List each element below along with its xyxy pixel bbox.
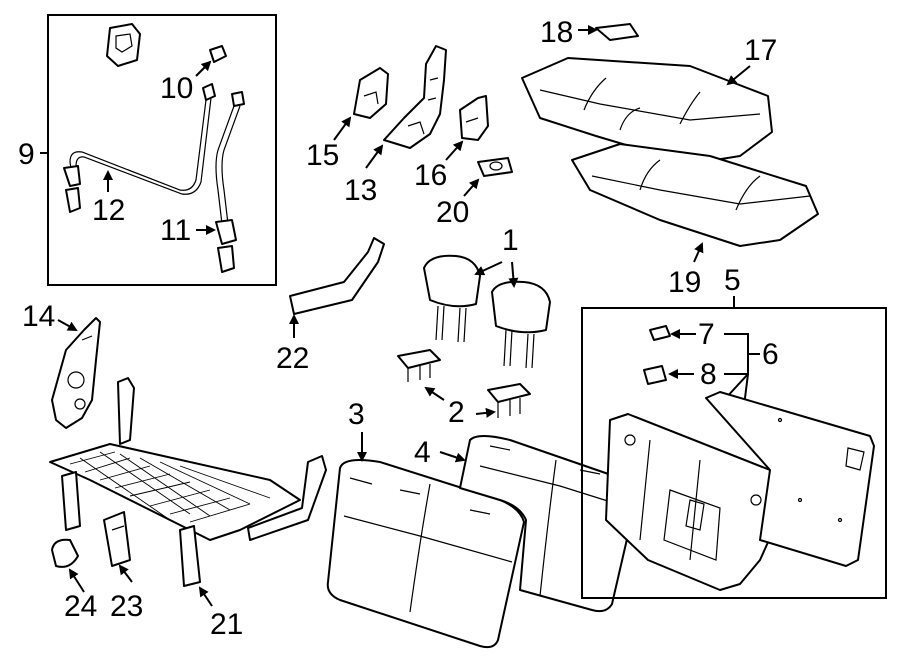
leader-21: [198, 586, 213, 607]
seat-cushion-part-17: [521, 57, 773, 165]
leader-20: [463, 178, 480, 197]
callout-1: 1: [502, 224, 519, 257]
leader-24: [68, 568, 85, 593]
leader-14: [57, 319, 78, 331]
callout-9: 9: [18, 138, 35, 171]
leader-1: [474, 261, 503, 276]
callout-10: 10: [160, 72, 193, 105]
callout-24: 24: [64, 590, 97, 623]
callout-3: 3: [348, 398, 365, 431]
hinge-cover-part-16: [459, 95, 489, 141]
headrest-guide-right-part-2: [487, 383, 531, 418]
leader-10: [195, 60, 212, 77]
callout-12: 12: [92, 194, 125, 227]
callout-8: 8: [700, 358, 717, 391]
seat-back-part-4: [459, 435, 638, 613]
callout-18: 18: [540, 16, 573, 49]
leader-17: [726, 65, 751, 86]
trim-cover-part-23: [103, 511, 131, 567]
callout-4: 4: [414, 436, 431, 469]
recliner-bracket-part-14: [51, 317, 101, 429]
leader-23: [118, 564, 133, 583]
seat-back-frame: [605, 413, 779, 591]
leader-1b: [508, 261, 519, 288]
lock-knob-part-20: [477, 157, 513, 177]
callout-14: 14: [22, 300, 55, 333]
fastener-part-7: [649, 325, 671, 341]
belt-anchor-clip-part-10: [209, 45, 227, 63]
callout-15: 15: [306, 139, 339, 172]
hinge-cover-part-15: [353, 67, 389, 119]
callout-2: 2: [448, 396, 465, 429]
callout-20: 20: [436, 196, 469, 229]
headrest-right-part-1: [491, 280, 551, 369]
leader-13: [365, 144, 384, 169]
callout-17: 17: [744, 34, 777, 67]
seat-belt-part-11: [215, 91, 245, 273]
seat-frame-part-21: [49, 377, 327, 587]
callout-16: 16: [414, 159, 447, 192]
leader-2: [424, 386, 445, 401]
callout-23: 23: [110, 590, 143, 623]
clip-part-24: [51, 538, 79, 568]
leader-6: [724, 333, 760, 375]
seat-belt-part-12: [63, 83, 216, 213]
leader-19: [693, 242, 704, 263]
pad-part-18: [595, 23, 639, 41]
callout-11: 11: [160, 214, 191, 247]
callout-13: 13: [344, 174, 377, 207]
leader-16: [445, 140, 464, 161]
callout-7: 7: [698, 318, 715, 351]
seat-back-panel: [705, 391, 875, 567]
rail-part-22: [289, 237, 385, 315]
recliner-bracket-part-13: [383, 45, 447, 149]
leader-15: [333, 116, 352, 141]
callout-6: 6: [762, 338, 779, 371]
seat-cushion-part-19: [571, 143, 819, 247]
fastener-part-8: [643, 365, 667, 385]
callout-21: 21: [210, 608, 243, 641]
leader-4: [439, 451, 466, 463]
headrest-left-part-1: [423, 254, 481, 343]
callout-19: 19: [668, 266, 701, 299]
callout-5: 5: [724, 264, 741, 297]
seat-back-part-3: [326, 459, 525, 649]
callout-22: 22: [276, 342, 309, 375]
seatbelt-group-box: [47, 14, 277, 286]
headrest-guide-left-part-2: [397, 349, 441, 382]
leader-2b: [475, 407, 496, 418]
belt-buckle-cover: [106, 23, 141, 67]
